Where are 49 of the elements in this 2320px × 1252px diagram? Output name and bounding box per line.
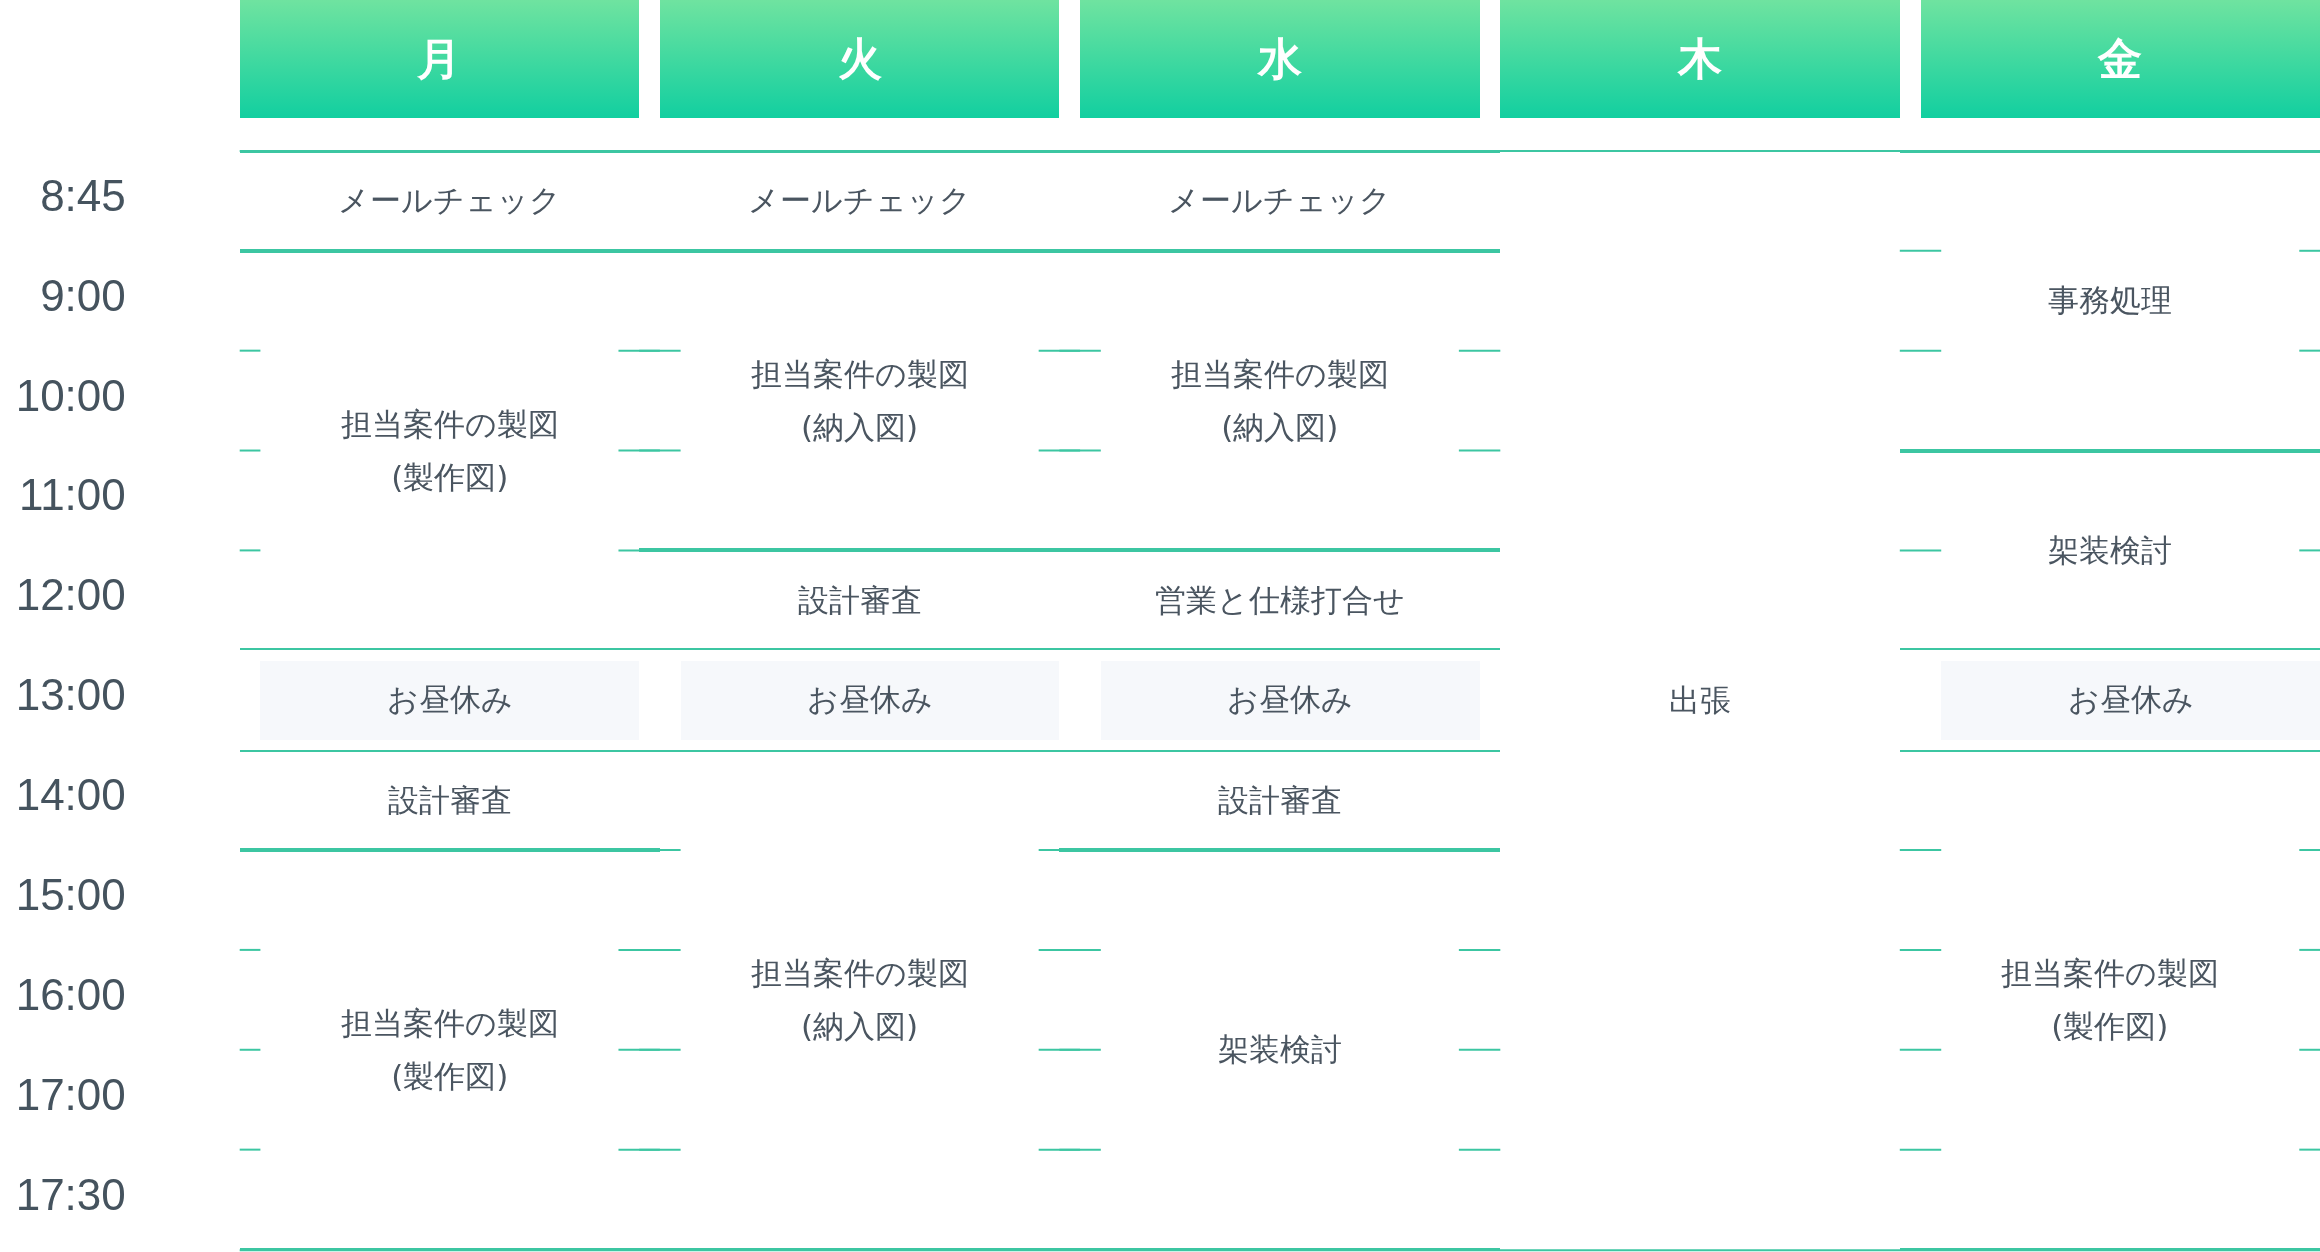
day-header <box>239 0 640 119</box>
time-label: 17:00 <box>14 1069 126 1120</box>
schedule-cell <box>1899 150 2320 451</box>
day-label: 金 <box>2098 31 2143 86</box>
schedule-cell <box>1059 750 1501 850</box>
time-label: 10:00 <box>14 370 126 421</box>
event-text: 設計審査 <box>1217 780 1342 820</box>
event-text: 営業と仕様打合せ <box>1154 581 1405 620</box>
day-label: 火 <box>837 31 882 86</box>
time-label: 8:45 <box>39 170 126 221</box>
day-label: 木 <box>1678 31 1723 86</box>
event-text: 担当案件の製図(製作図) <box>339 404 560 497</box>
event-text: お昼休み <box>386 680 513 720</box>
schedule-cell <box>239 850 660 1250</box>
event-text: お昼休み <box>1227 680 1354 720</box>
event-text: メールチェック <box>338 181 562 221</box>
day-header <box>1920 0 2320 119</box>
event-text: 出張 <box>1669 680 1732 720</box>
time-label: 9:00 <box>39 270 126 321</box>
day-label: 水 <box>1257 31 1302 86</box>
event-text: 架装検討 <box>1217 1030 1342 1070</box>
schedule-cell <box>239 750 660 850</box>
event-text: 事務処理 <box>2047 281 2172 321</box>
day-header <box>1080 0 1480 119</box>
event-text: 設計審査 <box>797 581 922 620</box>
day-header <box>1500 0 1900 119</box>
event-text: お昼休み <box>807 680 933 720</box>
event-text: 担当案件の製図(製作図) <box>1999 954 2220 1046</box>
time-label: 11:00 <box>17 470 126 521</box>
time-label: 16:00 <box>14 969 126 1020</box>
schedule-cell <box>1899 750 2320 1250</box>
time-label: 17:30 <box>14 1169 126 1220</box>
event-text: 担当案件の製図(納入図) <box>749 354 970 447</box>
event-text: 担当案件の製図(納入図) <box>749 954 970 1046</box>
time-label: 14:00 <box>14 770 126 821</box>
time-label: 13:00 <box>14 670 126 721</box>
event-text: メールチェック <box>748 181 972 221</box>
event-text: 担当案件の製図(製作図) <box>339 1004 560 1096</box>
schedule-cell <box>1059 850 1501 1250</box>
time-label: 15:00 <box>14 869 126 920</box>
event-text: 架装検討 <box>2047 531 2172 571</box>
time-label: 12:00 <box>14 570 126 621</box>
event-text: 担当案件の製図(納入図) <box>1169 354 1390 447</box>
schedule-cell <box>1899 450 2320 651</box>
day-header <box>659 0 1060 119</box>
event-text: お昼休み <box>2067 680 2194 720</box>
event-text: メールチェック <box>1168 181 1392 221</box>
event-text: 設計審査 <box>387 780 512 820</box>
day-label: 月 <box>417 31 462 86</box>
